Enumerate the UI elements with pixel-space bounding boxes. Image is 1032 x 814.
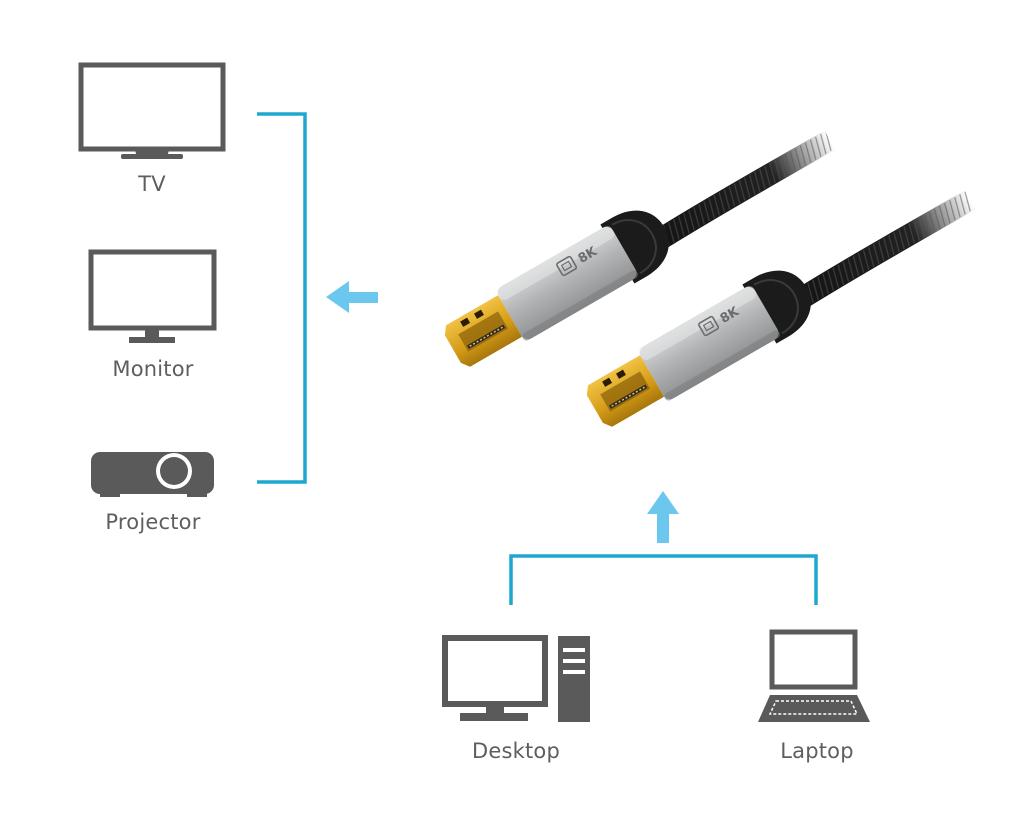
sources-bracket-line <box>509 554 818 605</box>
outputs-bracket-line <box>257 112 307 484</box>
displayport-cable-icon <box>433 129 981 441</box>
projector-icon <box>91 452 214 497</box>
monitor-label: Monitor <box>112 357 194 381</box>
laptop-icon <box>758 629 870 722</box>
tv-label: TV <box>138 172 166 196</box>
arrow-up-icon <box>647 491 679 543</box>
laptop-label: Laptop <box>780 739 854 763</box>
monitor-icon <box>88 249 217 343</box>
tv-icon <box>78 62 226 159</box>
arrow-left-icon <box>326 281 378 313</box>
desktop-label: Desktop <box>471 739 561 763</box>
desktop-computer-icon <box>442 635 590 722</box>
projector-label: Projector <box>105 510 201 534</box>
